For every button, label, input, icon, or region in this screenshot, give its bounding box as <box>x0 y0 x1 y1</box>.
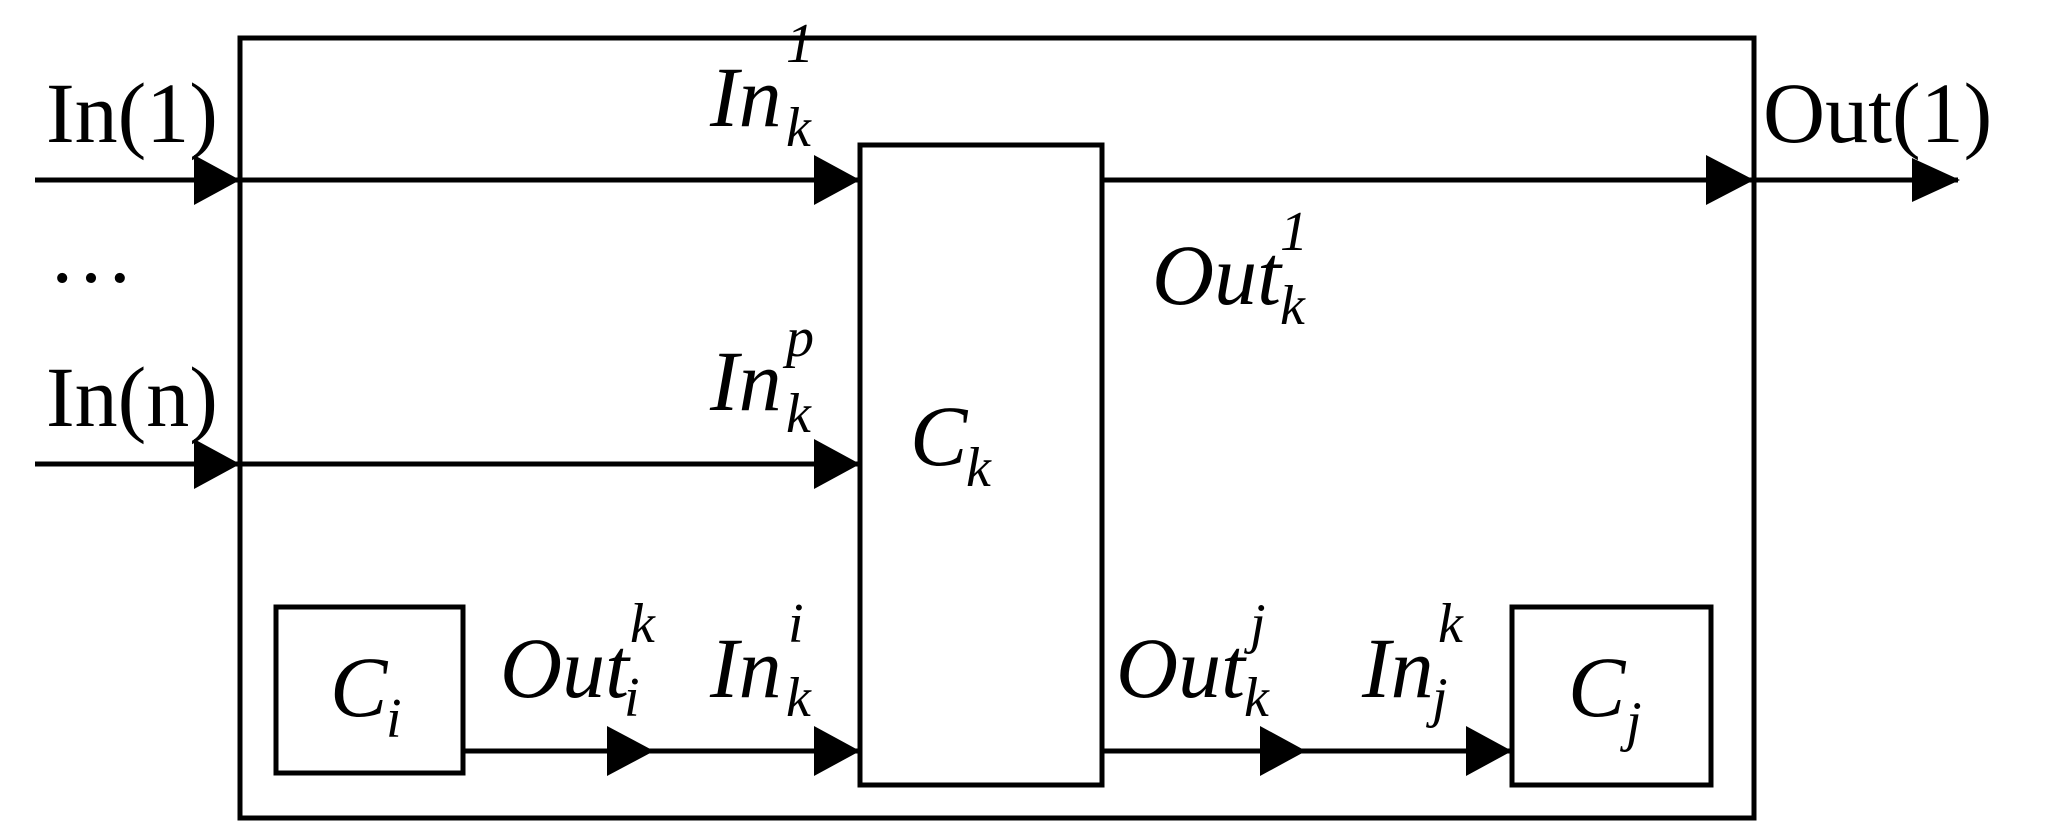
component-sub: i <box>386 688 402 750</box>
arrow-out-boundary <box>1706 155 1754 205</box>
arrow-inn-ck <box>814 439 860 489</box>
component-base: C <box>330 639 389 735</box>
port-sub: j <box>1426 667 1448 729</box>
component-sub: j <box>1620 691 1642 753</box>
port-sup: k <box>1438 593 1464 655</box>
port-sub: k <box>786 97 812 159</box>
port-base: In <box>709 333 782 429</box>
ci-box <box>273 604 466 776</box>
arrow-in1-boundary <box>194 155 240 205</box>
port-sub: i <box>624 667 640 729</box>
port-sub: k <box>786 383 812 445</box>
component-label-cj: Cj <box>1568 639 1642 753</box>
port-base: Out <box>1116 620 1247 716</box>
component-base: C <box>910 388 969 484</box>
port-sup: 1 <box>1280 201 1308 263</box>
arrow-ck-out-j <box>1260 726 1306 776</box>
component-label-ck: Ck <box>910 388 992 499</box>
component-base: C <box>1568 639 1627 735</box>
port-sup: k <box>630 593 656 655</box>
port-base: Out <box>500 620 631 716</box>
port-base: Out <box>1152 227 1283 323</box>
outer-box <box>237 35 1757 821</box>
port-sup: i <box>788 593 804 655</box>
port-sup: 1 <box>786 13 814 75</box>
component-sub: k <box>966 437 992 499</box>
input-label-1: In(1) <box>46 65 218 161</box>
arrow-ci-out <box>607 726 654 776</box>
port-sup: j <box>1244 593 1266 655</box>
port-label-in-k-1: In1 k <box>709 13 814 159</box>
port-sub: k <box>1244 667 1270 729</box>
port-sup: p <box>782 307 814 369</box>
arrow-inn-boundary <box>194 439 240 489</box>
arrow-cj-in <box>1466 726 1512 776</box>
arrow-in1-ck <box>814 155 860 205</box>
port-sub: k <box>1280 275 1306 337</box>
port-base: In <box>709 620 782 716</box>
port-base: In <box>709 49 782 145</box>
input-label-n: In(n) <box>46 349 218 445</box>
arrow-out-external <box>1912 158 1960 202</box>
cj-box <box>1509 604 1714 788</box>
port-base: In <box>1361 620 1434 716</box>
input-ellipsis: … <box>48 205 134 301</box>
port-sub: k <box>786 667 812 729</box>
component-label-ci: Ci <box>330 639 402 750</box>
arrow-ck-in-i <box>814 726 860 776</box>
output-label-1: Out(1) <box>1763 65 1992 161</box>
port-label-out-k-1: Out1 k <box>1152 201 1308 337</box>
